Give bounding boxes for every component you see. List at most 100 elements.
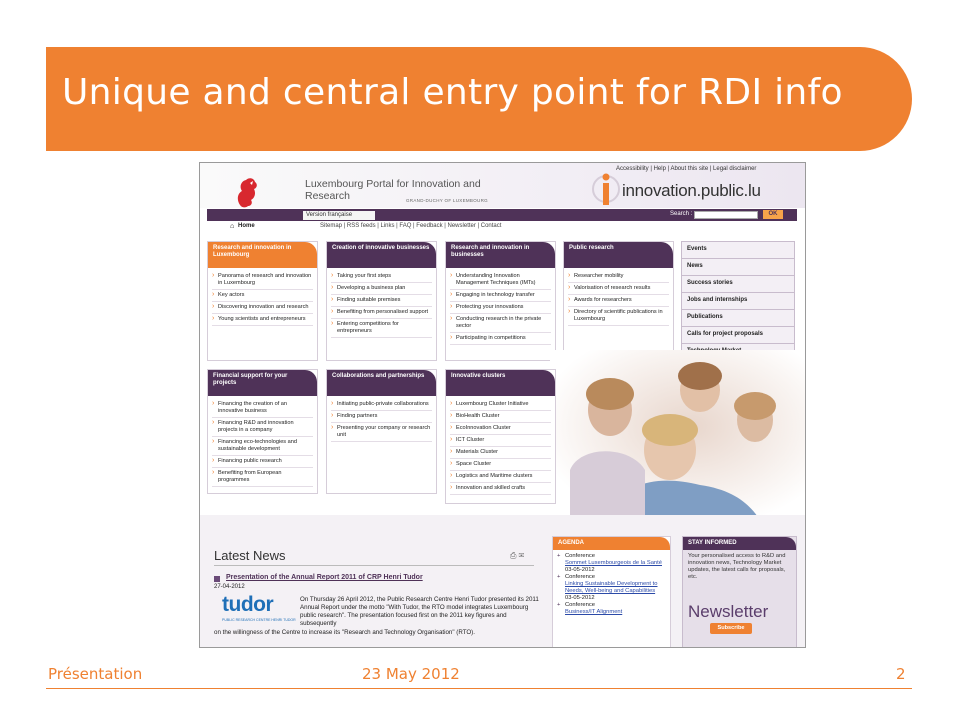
box-title[interactable]: Innovative clusters [446, 370, 555, 396]
menu-item-jobs[interactable]: Jobs and internships [682, 293, 794, 310]
box-link[interactable]: Benefiting from personalised support [331, 307, 432, 319]
news-body: On Thursday 26 April 2012, the Public Re… [300, 596, 539, 627]
box-link[interactable]: Finding suitable premises [331, 295, 432, 307]
box-innovative-clusters: Innovative clusters Luxembourg Cluster I… [445, 369, 556, 504]
menu-item-publications[interactable]: Publications [682, 310, 794, 327]
agenda-date: 03-05-2012 [565, 567, 595, 573]
agenda-link[interactable]: Business/IT Alignment [565, 609, 623, 615]
plus-icon: + [557, 574, 561, 580]
box-link[interactable]: Luxembourg Cluster Initiative [450, 399, 551, 411]
stay-informed-heading: STAY INFORMED [683, 537, 796, 550]
page-number: 2 [896, 665, 906, 683]
box-research-innovation-businesses: Research and innovation in businesses Un… [445, 241, 556, 361]
box-link[interactable]: Understanding Innovation Management Tech… [450, 271, 551, 290]
box-link[interactable]: Developing a business plan [331, 283, 432, 295]
footer-presentation: Présentation [48, 665, 143, 683]
box-link[interactable]: BioHealth Cluster [450, 411, 551, 423]
home-link[interactable]: Home [238, 223, 255, 229]
plus-icon: + [557, 553, 561, 559]
box-link[interactable]: Benefiting from European programmes [212, 468, 313, 487]
site-logo[interactable]: innovation.public.lu [622, 181, 761, 200]
box-title[interactable]: Research and innovation in Luxembourg [208, 242, 317, 268]
slide-title: Unique and central entry point for RDI i… [62, 72, 843, 113]
agenda-type: Conference [565, 574, 595, 580]
news-headline-link[interactable]: Presentation of the Annual Report 2011 o… [226, 574, 423, 581]
stay-informed-text: Your personalised access to R&D and inno… [688, 553, 786, 580]
search-input[interactable] [694, 211, 758, 219]
secondary-links[interactable]: Sitemap | RSS feeds | Links | FAQ | Feed… [320, 223, 502, 229]
agenda-link[interactable]: Sommet Luxembourgeois de la Santé [565, 560, 662, 566]
box-link[interactable]: Initiating public-private collaborations [331, 399, 432, 411]
agenda-heading: AGENDA [553, 537, 670, 550]
box-link[interactable]: Space Cluster [450, 459, 551, 471]
portal-title: Luxembourg Portal for Innovation and Res… [305, 178, 481, 202]
home-icon[interactable]: ⌂ [230, 223, 235, 230]
right-menu: Events News Success stories Jobs and int… [681, 241, 795, 362]
site-header [200, 163, 805, 208]
search-ok-button[interactable]: OK [763, 210, 783, 219]
subscribe-button[interactable]: Subscribe [710, 623, 752, 634]
footer-date: 23 May 2012 [362, 665, 460, 683]
box-link[interactable]: Awards for researchers [568, 295, 669, 307]
latest-news-heading: Latest News [214, 548, 286, 563]
menu-item-events[interactable]: Events [682, 242, 794, 259]
box-link[interactable]: Innovation and skilled crafts [450, 483, 551, 495]
agenda-item: + Conference Linking Sustainable Develop… [553, 574, 670, 602]
agenda-link[interactable]: Linking Sustainable Development to Needs… [565, 581, 658, 594]
duchy-label: GRAND-DUCHY OF LUXEMBOURG [406, 198, 488, 203]
box-link[interactable]: Directory of scientific publications in … [568, 307, 669, 326]
box-link[interactable]: Young scientists and entrepreneurs [212, 314, 313, 326]
stay-informed-panel: STAY INFORMED Your personalised access t… [682, 536, 797, 647]
version-francaise-link[interactable]: Version française [303, 211, 375, 220]
box-link[interactable]: Financing the creation of an innovative … [212, 399, 313, 418]
box-link[interactable]: Materials Cluster [450, 447, 551, 459]
tudor-logo-subtitle: PUBLIC RESEARCH CENTRE HENRI TUDOR [222, 618, 296, 622]
box-title[interactable]: Public research [564, 242, 673, 268]
box-link[interactable]: Valorisation of research results [568, 283, 669, 295]
title-banner [46, 47, 912, 151]
box-link[interactable]: Researcher mobility [568, 271, 669, 283]
luxembourg-lion-icon [237, 178, 257, 208]
box-creation-innovative-businesses: Creation of innovative businesses Taking… [326, 241, 437, 361]
box-link[interactable]: Discovering innovation and research [212, 302, 313, 314]
top-links[interactable]: Accessibility | Help | About this site |… [616, 166, 757, 172]
agenda-type: Conference [565, 553, 595, 559]
box-link[interactable]: Financing public research [212, 456, 313, 468]
box-link[interactable]: Finding partners [331, 411, 432, 423]
box-title[interactable]: Financial support for your projects [208, 370, 317, 396]
box-link[interactable]: Financing R&D and innovation projects in… [212, 418, 313, 437]
box-link[interactable]: Engaging in technology transfer [450, 290, 551, 302]
news-date: 27-04-2012 [214, 584, 245, 590]
box-link[interactable]: Financing eco-technologies and sustainab… [212, 437, 313, 456]
agenda-date: 03-05-2012 [565, 595, 595, 601]
search-label: Search : [670, 211, 693, 217]
box-link[interactable]: Key actors [212, 290, 313, 302]
box-link[interactable]: ICT Cluster [450, 435, 551, 447]
menu-item-news[interactable]: News [682, 259, 794, 276]
box-title[interactable]: Collaborations and partnerships [327, 370, 436, 396]
box-link[interactable]: Protecting your innovations [450, 302, 551, 314]
people-photo [550, 350, 805, 520]
newsletter-title: Newsletter [688, 602, 769, 621]
box-title[interactable]: Creation of innovative businesses [327, 242, 436, 268]
agenda-item: + Conference Business/IT Alignment [553, 602, 670, 616]
box-collaborations-partnerships: Collaborations and partnerships Initiati… [326, 369, 437, 494]
innovation-logo-icon [592, 173, 620, 205]
box-link[interactable]: Presenting your company or research unit [331, 423, 432, 442]
box-link[interactable]: Participating in competitions [450, 333, 551, 345]
print-email-icon[interactable]: ⎙ ✉ [510, 551, 525, 560]
box-link[interactable]: EcoInnovation Cluster [450, 423, 551, 435]
box-title[interactable]: Research and innovation in businesses [446, 242, 555, 268]
plus-icon: + [557, 602, 561, 608]
agenda-item: + Conference Sommet Luxembourgeois de la… [553, 553, 670, 574]
box-link[interactable]: Conducting research in the private secto… [450, 314, 551, 333]
box-link[interactable]: Panorama of research and innovation in L… [212, 271, 313, 290]
menu-item-calls[interactable]: Calls for project proposals [682, 327, 794, 344]
box-link[interactable]: Taking your first steps [331, 271, 432, 283]
box-link[interactable]: Entering competitions for entrepreneurs [331, 319, 432, 338]
menu-item-success-stories[interactable]: Success stories [682, 276, 794, 293]
box-link[interactable]: Logistics and Maritime clusters [450, 471, 551, 483]
news-bullet-icon [214, 576, 220, 582]
box-public-research: Public research Researcher mobility Valo… [563, 241, 674, 361]
news-body-continued: on the willingness of the Centre to incr… [214, 629, 475, 636]
